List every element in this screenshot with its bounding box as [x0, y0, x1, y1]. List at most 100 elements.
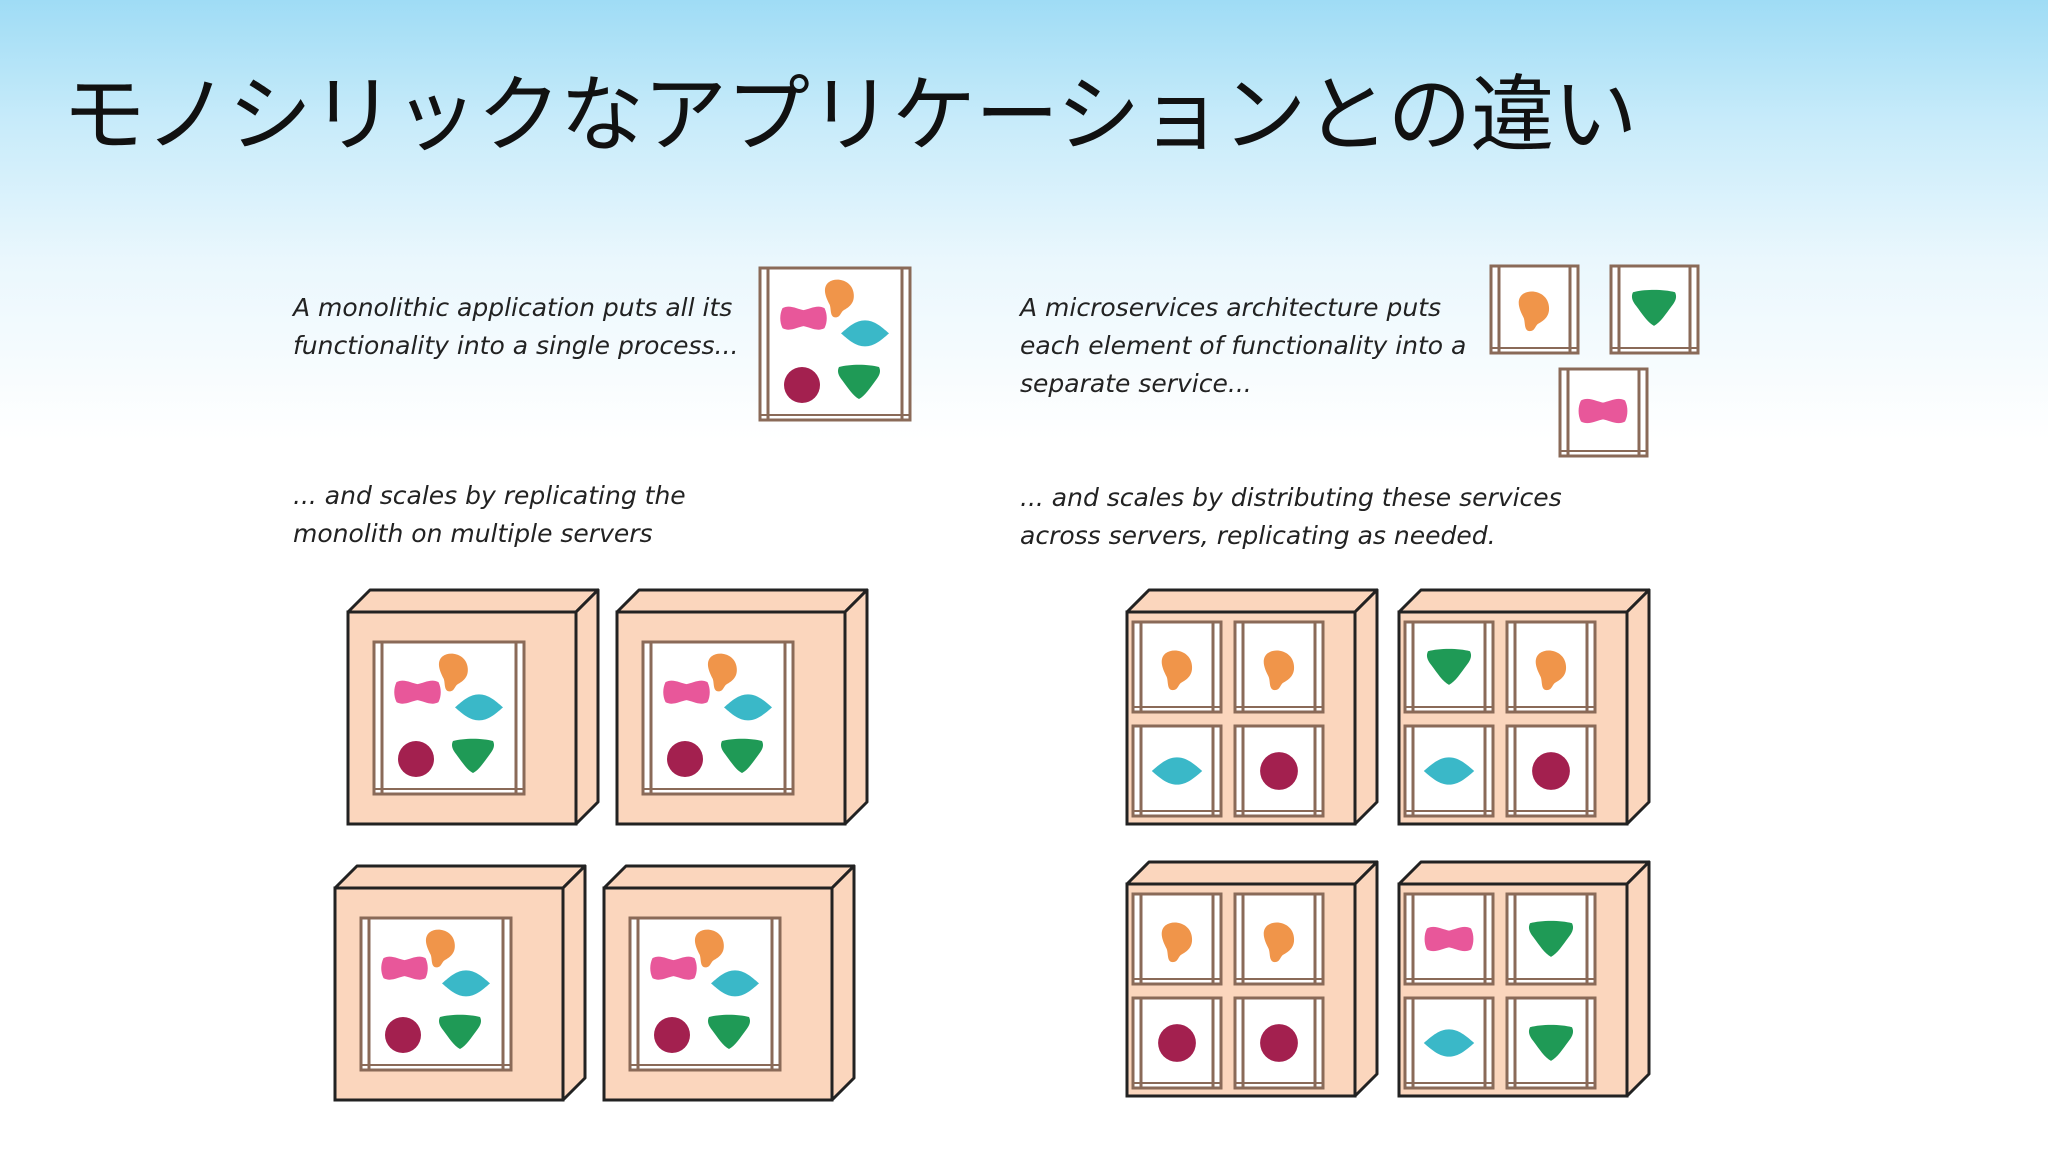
service-cell [1505, 724, 1597, 818]
teal-diamond-shape [724, 694, 772, 721]
monolith-scale-caption-line-1: ... and scales by replicating the [293, 481, 686, 510]
crimson-circle-shape [1532, 752, 1570, 790]
orange-blob-shape [824, 279, 854, 318]
green-triangle-shape [452, 738, 494, 773]
monolith-scale-caption-line-2: monolith on multiple servers [293, 519, 653, 548]
monolith-replica [641, 640, 795, 796]
service-cell [1131, 996, 1223, 1090]
service-cell [1403, 620, 1495, 714]
green-triangle-shape [838, 364, 880, 399]
microservices-scale-caption: ... and scales by distributing these ser… [1020, 479, 1562, 555]
monolith-replica [628, 916, 782, 1072]
microservices-caption-line-3: separate service... [1020, 369, 1252, 398]
service-cell [1505, 892, 1597, 986]
server-top-face [333, 864, 587, 890]
pink-bowtie-shape [650, 956, 697, 980]
server-side-face [574, 588, 600, 826]
frame-outer [1403, 620, 1495, 714]
frame-outer [1131, 892, 1223, 986]
orange-blob-shape [438, 653, 468, 692]
microservice-orange-blob [1489, 264, 1580, 355]
orange-blob-shape [1161, 922, 1193, 963]
server-side-face [843, 588, 869, 826]
crimson-circle-shape [654, 1017, 690, 1054]
pink-bowtie-shape [663, 680, 710, 704]
microservices-scale-caption-line-2: across servers, replicating as needed. [1020, 521, 1496, 550]
teal-diamond-shape [1423, 1029, 1475, 1057]
microservices-caption-line-2: each element of functionality into a [1020, 331, 1467, 360]
frame-outer [1505, 620, 1597, 714]
green-triangle-shape [721, 738, 763, 773]
green-triangle-shape [1528, 920, 1574, 957]
frame-outer [1233, 996, 1325, 1090]
teal-diamond-shape [455, 694, 503, 721]
server-side-face [1625, 588, 1651, 826]
server-side-face [1625, 860, 1651, 1098]
monolith-replica [359, 916, 513, 1072]
orange-blob-shape [425, 929, 455, 968]
monolith-server-1 [346, 588, 600, 826]
microservices-server-3 [1125, 860, 1379, 1098]
server-side-face [1353, 588, 1379, 826]
microservice-green-triangle [1609, 264, 1700, 355]
teal-diamond-shape [711, 970, 759, 997]
monolith-caption-line-1: A monolithic application puts all its [293, 293, 733, 322]
microservice-pink-bowtie [1558, 367, 1649, 458]
server-top-face [346, 588, 600, 614]
monolith-process [758, 266, 912, 422]
server-top-face [1397, 860, 1651, 886]
server-top-face [615, 588, 869, 614]
green-triangle-shape [1528, 1024, 1574, 1061]
pink-bowtie-shape [1424, 926, 1474, 952]
pink-bowtie-shape [381, 956, 428, 980]
server-top-face [1125, 588, 1379, 614]
microservices-caption-line-1: A microservices architecture puts [1020, 293, 1442, 322]
crimson-circle-shape [1158, 1024, 1196, 1062]
microservices-server-4 [1397, 860, 1651, 1098]
teal-diamond-shape [841, 320, 889, 347]
frame-outer [1558, 367, 1649, 458]
service-cell [1233, 724, 1325, 818]
monolith-server-4 [602, 864, 856, 1102]
orange-blob-shape [1161, 650, 1193, 691]
pink-bowtie-shape [780, 306, 827, 330]
teal-diamond-shape [442, 970, 490, 997]
service-cell [1403, 892, 1495, 986]
green-triangle-shape [1631, 289, 1677, 326]
orange-blob-shape [1263, 650, 1295, 691]
crimson-circle-shape [784, 367, 820, 404]
orange-blob-shape [707, 653, 737, 692]
service-cell [1233, 996, 1325, 1090]
microservices-scale-caption-line-1: ... and scales by distributing these ser… [1020, 483, 1562, 512]
orange-blob-shape [1518, 291, 1550, 332]
pink-bowtie-shape [394, 680, 441, 704]
monolith-scale-caption: ... and scales by replicating the monoli… [293, 477, 686, 553]
crimson-circle-shape [385, 1017, 421, 1054]
monolith-replica [372, 640, 526, 796]
green-triangle-shape [708, 1014, 750, 1049]
service-cell [1403, 724, 1495, 818]
server-side-face [1353, 860, 1379, 1098]
service-cell [1131, 892, 1223, 986]
orange-blob-shape [1535, 650, 1567, 691]
orange-blob-shape [1263, 922, 1295, 963]
server-top-face [1125, 860, 1379, 886]
green-triangle-shape [1426, 648, 1472, 685]
service-cell [1403, 996, 1495, 1090]
orange-blob-shape [694, 929, 724, 968]
green-triangle-shape [439, 1014, 481, 1049]
service-cell [1233, 620, 1325, 714]
pink-bowtie-shape [1578, 398, 1628, 424]
server-top-face [1397, 588, 1651, 614]
crimson-circle-shape [398, 741, 434, 778]
server-side-face [561, 864, 587, 1102]
service-cell [1233, 892, 1325, 986]
service-cell [1131, 724, 1223, 818]
monolith-server-3 [333, 864, 587, 1102]
teal-diamond-shape [1151, 757, 1203, 785]
server-side-face [830, 864, 856, 1102]
microservices-server-2 [1397, 588, 1651, 826]
service-cell [1505, 620, 1597, 714]
service-cell [1131, 620, 1223, 714]
